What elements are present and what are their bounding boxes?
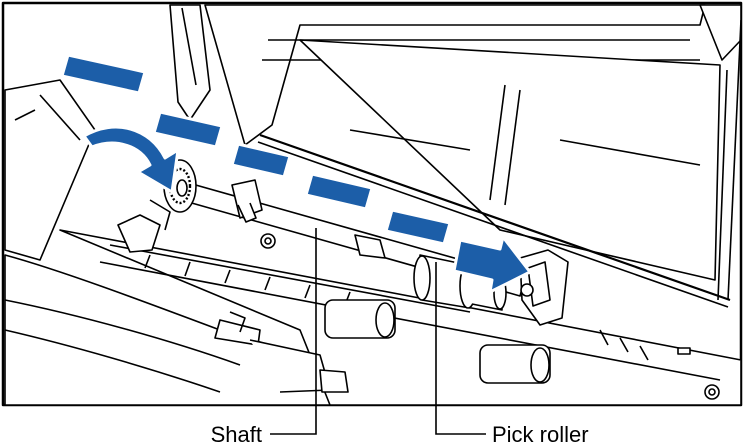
shaft-leader-line bbox=[270, 228, 317, 435]
shaft-assembly bbox=[163, 159, 569, 326]
pick-roller-leader-line bbox=[435, 262, 486, 435]
scanner-cover bbox=[169, 4, 742, 308]
shaft-label: Shaft bbox=[211, 422, 262, 447]
curved-arrow-icon bbox=[82, 125, 180, 194]
dashed-arrow-icon bbox=[60, 53, 532, 294]
callout-leaders bbox=[270, 228, 486, 435]
scanner-base bbox=[4, 79, 742, 406]
pick-roller-label: Pick roller bbox=[492, 422, 589, 447]
